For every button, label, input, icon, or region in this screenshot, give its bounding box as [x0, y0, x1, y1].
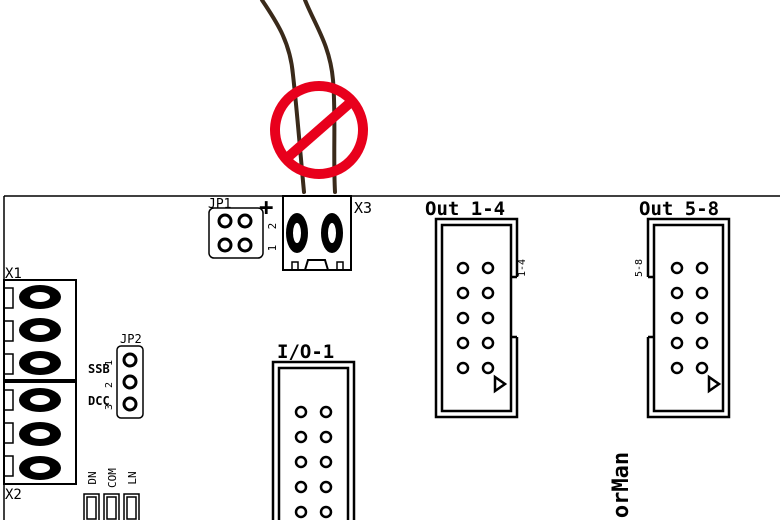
io1-label: I/O-1 — [277, 341, 334, 363]
jp2-label: JP2 — [120, 332, 142, 346]
out58-side-label: 5-8 — [634, 259, 645, 277]
out58-label: Out 5-8 — [639, 198, 719, 220]
header-io-1: I/O-1 — [271, 341, 356, 520]
x2-label: X2 — [5, 487, 22, 503]
x1-label: X1 — [5, 266, 22, 282]
jp2-pin3-label: 3 — [104, 404, 115, 410]
jumper-jp1: JP1 + — [208, 193, 273, 259]
connector-x3: X3 2 1 — [266, 195, 372, 271]
led-com-label: COM — [106, 468, 119, 488]
x3-pin2-label: 2 — [266, 223, 279, 230]
wires — [260, 0, 337, 194]
header-out-5-8: Out 5-8 5-8 — [634, 198, 731, 419]
x3-pin1-label: 1 — [266, 245, 279, 252]
terminal-x1: X1 — [3, 266, 77, 381]
brand-text: orMan — [609, 452, 634, 518]
out14-label: Out 1-4 — [425, 198, 505, 220]
header-out-1-4: Out 1-4 1-4 — [425, 198, 528, 419]
status-leds: DN COM LN — [83, 468, 140, 520]
led-dn-label: DN — [86, 471, 99, 484]
jumper-jp2: JP2 SSB DCC 1 2 3 — [88, 332, 144, 419]
jp2-pin2-label: 2 — [104, 382, 115, 388]
wire-left — [260, 0, 306, 194]
wire-right — [303, 0, 337, 194]
jp2-dcc-label: DCC — [88, 394, 110, 408]
led-ln-label: LN — [126, 471, 139, 484]
out14-side-label: 1-4 — [517, 259, 528, 277]
x3-label: X3 — [354, 199, 372, 217]
jp2-ssb-label: SSB — [88, 362, 110, 376]
jp2-pin1-label: 1 — [104, 360, 115, 366]
terminal-x2: X2 — [3, 381, 77, 503]
prohibition-sign-icon — [270, 81, 368, 179]
